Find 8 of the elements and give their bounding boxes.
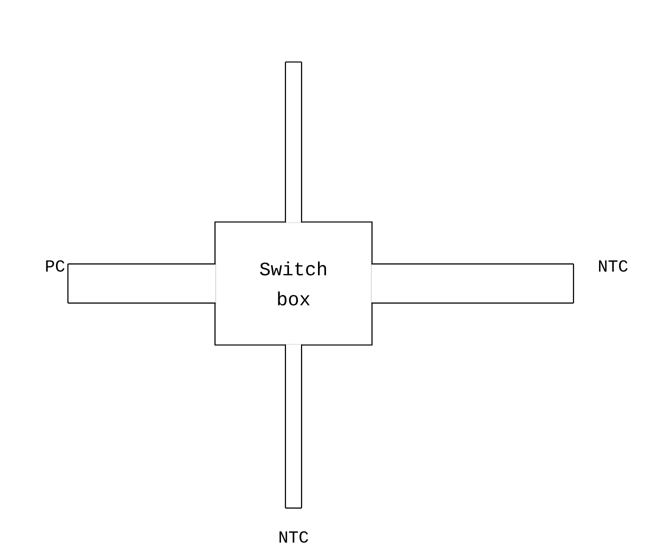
connector-bar [371,263,574,304]
endpoint-label: NTC [280,531,308,543]
endpoint-label: PC [46,260,64,272]
connector-bar [284,344,302,509]
endpoint-label: NTC [599,260,628,272]
connector-bar [284,61,302,223]
switch-box: Switch box [214,221,373,346]
connector-bar [67,263,216,304]
